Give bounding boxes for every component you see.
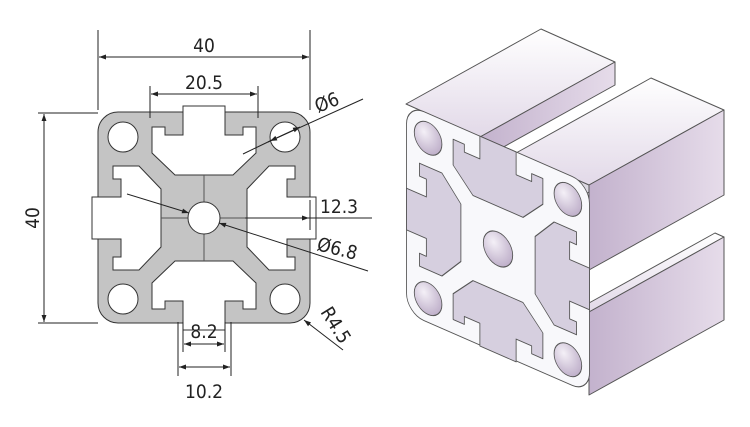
front-slot-top: [452, 135, 544, 218]
corner-radius-label: R4.5: [316, 303, 355, 348]
dim-slot-outer: 10.2: [177, 322, 232, 403]
t-slot-bottom: [151, 260, 257, 331]
front-slots: [406, 135, 590, 363]
dim-slot-opening: 8.2: [182, 321, 226, 352]
iso-hole-top-right: [553, 181, 583, 217]
center-hole-label: Ø6.8: [315, 234, 360, 265]
front-slot-left: [406, 162, 462, 277]
t-slot-top: [151, 105, 257, 176]
corner-hole-top-left: [107, 121, 139, 153]
center-hole: [187, 201, 221, 235]
front-face: [406, 109, 590, 388]
slot-opening-label: 8.2: [190, 321, 217, 343]
front-slot-bottom: [452, 280, 544, 363]
slot-spacing-label: 20.5: [185, 72, 223, 94]
corner-hole-bottom-right: [269, 283, 301, 315]
front-holes: [413, 120, 583, 378]
iso-hole-bottom-right: [553, 342, 583, 378]
dim-corner-radius: R4.5: [303, 303, 355, 351]
height-label: 40: [22, 207, 44, 229]
dim-center-offset: 12.3: [245, 196, 372, 230]
corner-hole-bottom-left: [107, 283, 139, 315]
bottom-right-bar-side: [588, 236, 725, 396]
slot-outer-label: 10.2: [185, 381, 223, 403]
center-offset-label: 12.3: [320, 196, 358, 218]
dim-height: 40: [22, 112, 98, 324]
dim-width: 40: [97, 30, 311, 110]
iso-center-hole: [482, 230, 514, 268]
iso-hole-top-left: [413, 120, 443, 156]
iso-hole-bottom-left: [413, 281, 443, 317]
isometric-view: [405, 28, 725, 396]
dim-slot-spacing: 20.5: [149, 72, 259, 118]
section-drawing: 40 20.5 40 Ø6 12.3: [22, 30, 372, 403]
corner-hole-label: Ø6: [312, 88, 343, 118]
t-slot-left: [91, 165, 162, 271]
corner-hole-top-right: [269, 121, 301, 153]
front-slot-right: [534, 221, 590, 336]
width-label: 40: [193, 35, 215, 57]
